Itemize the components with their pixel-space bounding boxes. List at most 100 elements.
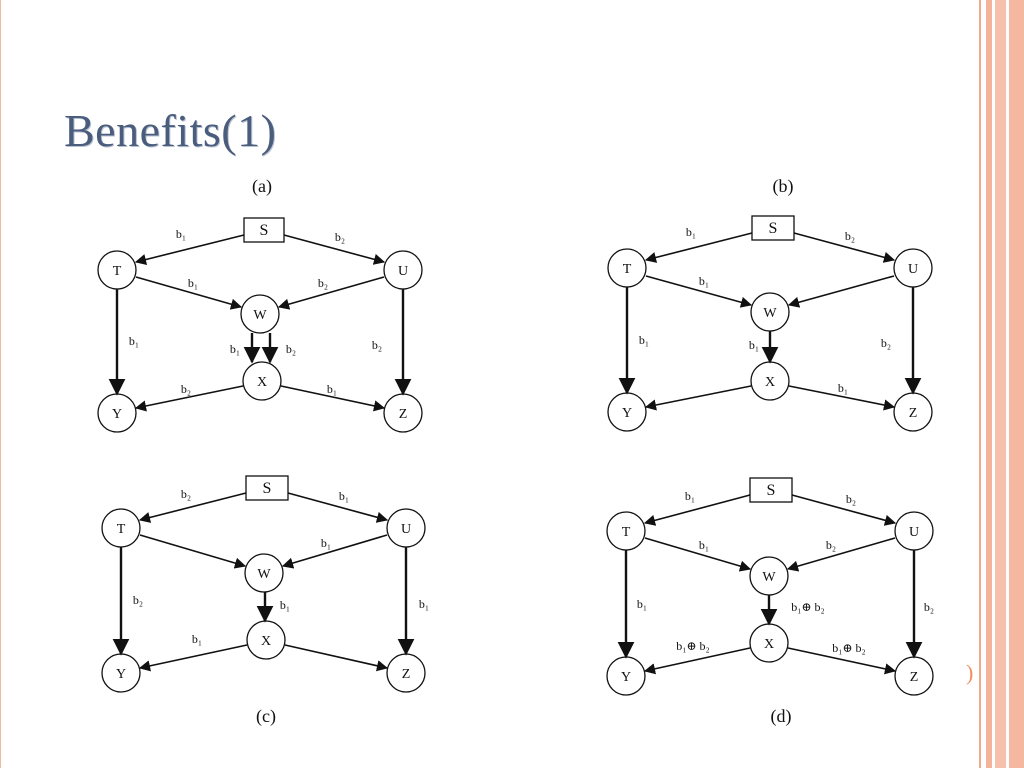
edge-x-z <box>787 647 897 675</box>
label-x-z: b₁ <box>838 381 848 395</box>
label-s-u: b₂ <box>335 230 345 244</box>
panel-caption: (d) <box>771 706 792 727</box>
node-w-label: W <box>253 308 267 323</box>
edge-x-z <box>284 644 389 672</box>
node-x-label: X <box>764 637 774 652</box>
source-node-box <box>243 217 285 243</box>
edge-s-t <box>138 492 247 523</box>
label-t-y: b₁ <box>637 597 647 611</box>
label-s-u: b₁ <box>339 489 349 503</box>
node-y-label: Y <box>621 670 631 685</box>
panel-d: (d) S T U W X Y Z b₁ b₂ b <box>606 477 934 727</box>
edge-s-u <box>287 492 389 523</box>
node-u-label: U <box>908 262 918 277</box>
edge-x-y <box>138 644 248 672</box>
label-u-z: b₂ <box>372 338 382 352</box>
node-w-label: W <box>257 567 271 582</box>
panel-b: (b) S T U W X Y Z b₁ b₂ b <box>607 176 933 432</box>
label-t-y: b₂ <box>133 593 143 607</box>
label-s-t: b₁ <box>686 225 696 239</box>
edge-x-y <box>134 385 244 412</box>
node-t-label: T <box>117 522 126 537</box>
decorative-mark: ) <box>966 660 974 685</box>
left-border-line <box>0 0 1 768</box>
slide-title: Benefits(1) <box>64 105 277 156</box>
node-t-label: T <box>113 264 122 279</box>
source-node-label: S <box>260 222 269 239</box>
right-decorative-border <box>978 0 1024 768</box>
edge-s-u <box>283 234 386 265</box>
label-x-z: b₁ <box>327 382 337 396</box>
source-node-label: S <box>769 220 778 237</box>
node-x-label: X <box>257 375 267 390</box>
node-u-label: U <box>909 525 919 540</box>
label-t-y: b₁ <box>129 334 139 348</box>
node-z-label: Z <box>910 670 919 685</box>
label-x-y: b₁⊕ b₂ <box>676 639 709 653</box>
panel-caption: (a) <box>252 176 272 197</box>
node-w <box>240 294 280 334</box>
label-s-t: b₁ <box>685 489 695 503</box>
node-z-label: Z <box>909 406 918 421</box>
label-x-y: b₁ <box>192 632 202 646</box>
edge-u-w <box>277 276 385 310</box>
label-u-z: b₂ <box>924 600 934 614</box>
edge-s-t <box>643 494 751 526</box>
node-t-label: T <box>622 525 631 540</box>
panel-a: (a) S T U W X Y Z b₁ b₂ <box>97 176 423 433</box>
edge-u-w <box>786 537 896 572</box>
edge-t-w <box>135 276 243 310</box>
label-t-w: b₁ <box>699 274 709 288</box>
source-node-label: S <box>263 480 272 497</box>
label-w-x: b₁ <box>280 598 290 612</box>
label-u-w: b₁ <box>321 536 331 550</box>
node-y-label: Y <box>112 407 122 422</box>
label-w-x: b₁ <box>749 338 759 352</box>
label-u-z: b₁ <box>419 597 429 611</box>
label-t-w: b₁ <box>188 276 198 290</box>
source-node-box <box>751 215 795 241</box>
node-y-label: Y <box>116 667 126 682</box>
label-w-x-2: b₂ <box>286 342 296 356</box>
source-node-label: S <box>767 482 776 499</box>
panel-caption: (b) <box>773 176 794 197</box>
label-x-y: b₂ <box>181 382 191 396</box>
edge-u-w <box>787 275 895 308</box>
edge-s-u <box>793 232 896 263</box>
edge-x-y <box>643 647 751 675</box>
node-x-label: X <box>765 375 775 390</box>
edge-t-w <box>644 537 752 572</box>
edge-t-w <box>645 275 753 308</box>
edge-s-t <box>134 234 245 265</box>
node-w-label: W <box>762 570 776 585</box>
label-s-u: b₂ <box>846 492 856 506</box>
edge-u-w <box>281 534 388 569</box>
node-w-label: W <box>763 306 777 321</box>
panel-c: (c) S T U W X Y Z b₂ b₁ b <box>101 475 429 727</box>
edge-s-u <box>791 494 897 526</box>
label-u-z: b₂ <box>881 336 891 350</box>
source-node-box <box>245 475 289 501</box>
label-t-y: b₁ <box>639 333 649 347</box>
label-u-w: b₂ <box>826 538 836 552</box>
label-w-x-1: b₁ <box>230 342 240 356</box>
label-x-z: b₁⊕ b₂ <box>832 641 865 655</box>
panel-caption: (c) <box>256 706 276 727</box>
label-w-x: b₁⊕ b₂ <box>791 600 824 614</box>
edge-x-y <box>644 385 752 411</box>
label-s-u: b₂ <box>845 229 855 243</box>
label-s-t: b₁ <box>176 227 186 241</box>
node-u-label: U <box>398 264 408 279</box>
node-z-label: Z <box>399 407 408 422</box>
node-u-label: U <box>401 522 411 537</box>
node-y-label: Y <box>622 406 632 421</box>
edge-x-z <box>788 385 896 411</box>
edge-x-z <box>280 385 386 412</box>
source-node-box <box>749 477 793 503</box>
label-u-w: b₂ <box>318 276 328 290</box>
label-t-w: b₁ <box>699 538 709 552</box>
edge-t-w <box>139 534 247 569</box>
label-s-t: b₂ <box>181 487 191 501</box>
